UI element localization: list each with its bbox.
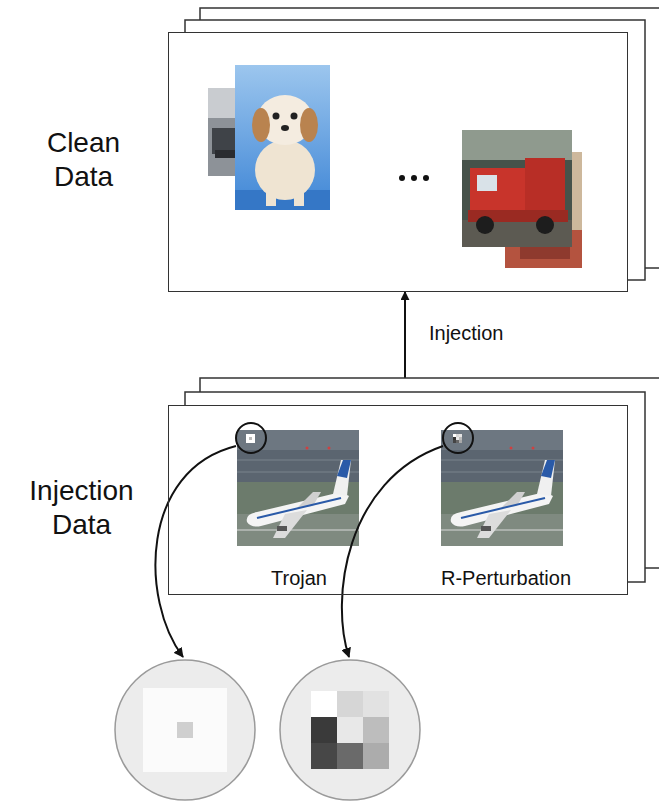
- panel-heading: Clean Data: [21, 126, 146, 193]
- zoom-circle: [236, 423, 266, 453]
- airplane-image: [237, 430, 359, 546]
- panel-ground: [168, 405, 628, 595]
- trigger-patch: [246, 434, 255, 443]
- panel-ground: [168, 32, 628, 292]
- data-panel: Injection DataTrojanR-Perturbation: [168, 405, 628, 595]
- image-caption-box: R-Perturbation: [436, 426, 576, 594]
- image-caption-box: Trojan: [233, 426, 365, 594]
- trigger-patch: [453, 434, 462, 443]
- zoom-circle: [443, 423, 473, 453]
- panel-heading: Injection Data: [19, 474, 144, 541]
- truck-image: [462, 130, 572, 247]
- dog-image: [235, 65, 330, 210]
- leader-line: [342, 446, 443, 657]
- magnified-perturbation: [280, 660, 420, 800]
- airplane-image: [441, 430, 563, 546]
- image-caption: Trojan: [233, 566, 365, 590]
- ellipsis-dots: [399, 175, 429, 181]
- image-caption: R-Perturbation: [436, 566, 576, 590]
- data-panel: Clean Data: [168, 32, 628, 292]
- magnified-trigger: [115, 660, 255, 800]
- arrow-label: Injection: [427, 322, 506, 345]
